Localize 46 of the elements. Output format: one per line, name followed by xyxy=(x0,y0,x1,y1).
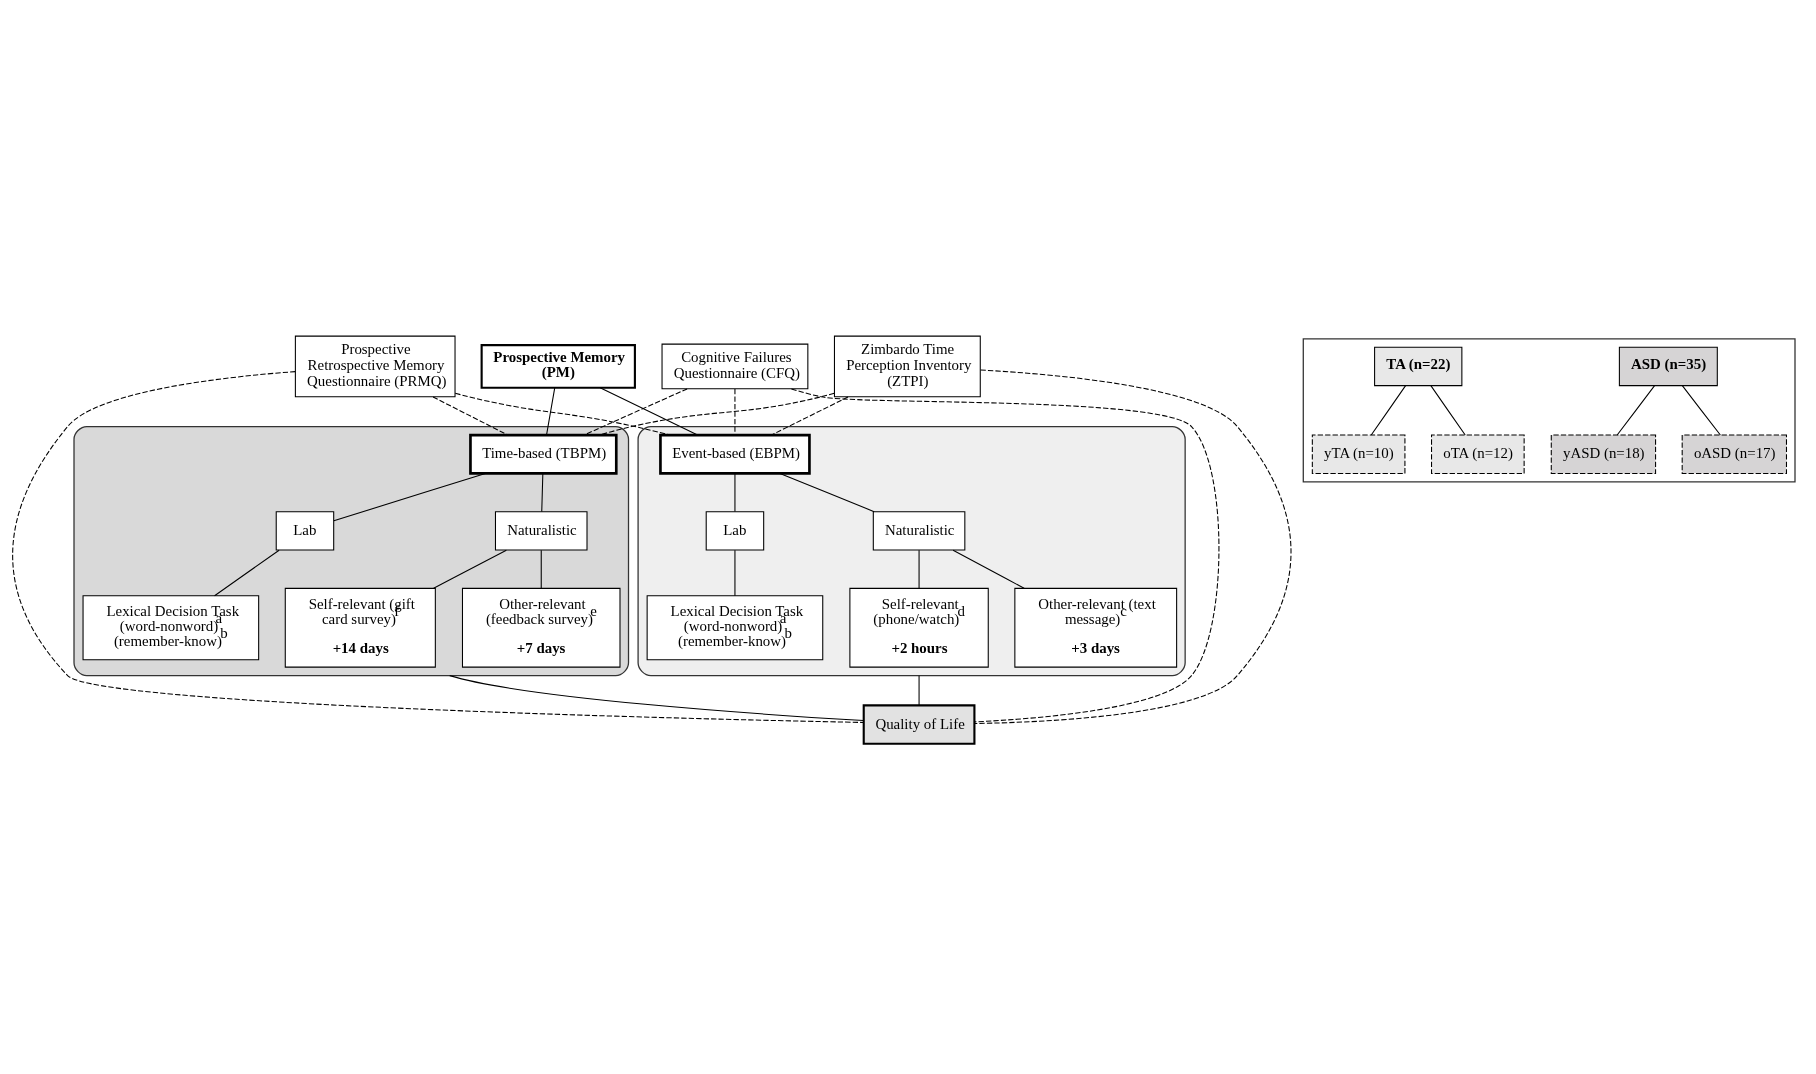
connector xyxy=(918,549,920,589)
connector xyxy=(12,371,865,723)
connector xyxy=(779,473,875,513)
node-box: yTA (n=10) xyxy=(1311,434,1406,474)
node-box: Naturalistic xyxy=(872,511,966,551)
connector xyxy=(973,369,1292,725)
connector xyxy=(734,549,736,597)
connector xyxy=(1681,385,1721,436)
cluster xyxy=(637,425,1186,677)
node-box: Event-based (EBPM) xyxy=(659,433,811,475)
connector xyxy=(214,549,280,597)
node-box: Zimbardo Time Perception Inventory (ZTPI) xyxy=(833,335,981,398)
connector xyxy=(1616,385,1656,436)
node-box: TA (n=22) xyxy=(1374,346,1463,387)
connector xyxy=(599,387,699,436)
cluster xyxy=(73,425,630,677)
cluster xyxy=(1302,338,1796,483)
node-box: Time-based (TBPM) xyxy=(469,433,618,475)
connector xyxy=(449,675,865,722)
node-box: Cognitive Failures Questionnaire (CFQ) xyxy=(661,343,809,390)
node-box: Quality of Life xyxy=(862,704,976,745)
node-box: Lab xyxy=(275,511,335,551)
connector xyxy=(433,549,507,589)
connector xyxy=(541,473,544,513)
connector xyxy=(454,392,671,436)
connector xyxy=(790,388,1220,723)
node-box: ASD (n=35) xyxy=(1618,346,1718,387)
connector xyxy=(734,473,736,513)
node-box: Prospective Retrospective Memory Questionnaire (PRMQ) xyxy=(294,335,456,398)
connector xyxy=(1370,385,1407,436)
connector xyxy=(771,396,849,436)
node-box: Lab xyxy=(705,511,765,551)
connector xyxy=(1430,385,1466,436)
connector xyxy=(540,549,542,589)
node-box: Prospective Memory (PM) xyxy=(480,344,636,389)
connector xyxy=(583,388,688,436)
node-box: Naturalistic xyxy=(494,511,588,551)
connector xyxy=(546,387,556,436)
connector xyxy=(599,392,835,436)
connector xyxy=(952,549,1025,589)
node-box: yASD (n=18) xyxy=(1550,434,1657,474)
connector xyxy=(432,396,508,436)
node-box: oASD (n=17) xyxy=(1681,434,1787,474)
connector xyxy=(918,675,920,706)
connector xyxy=(333,472,486,522)
node-box: oTA (n=12) xyxy=(1431,434,1525,474)
